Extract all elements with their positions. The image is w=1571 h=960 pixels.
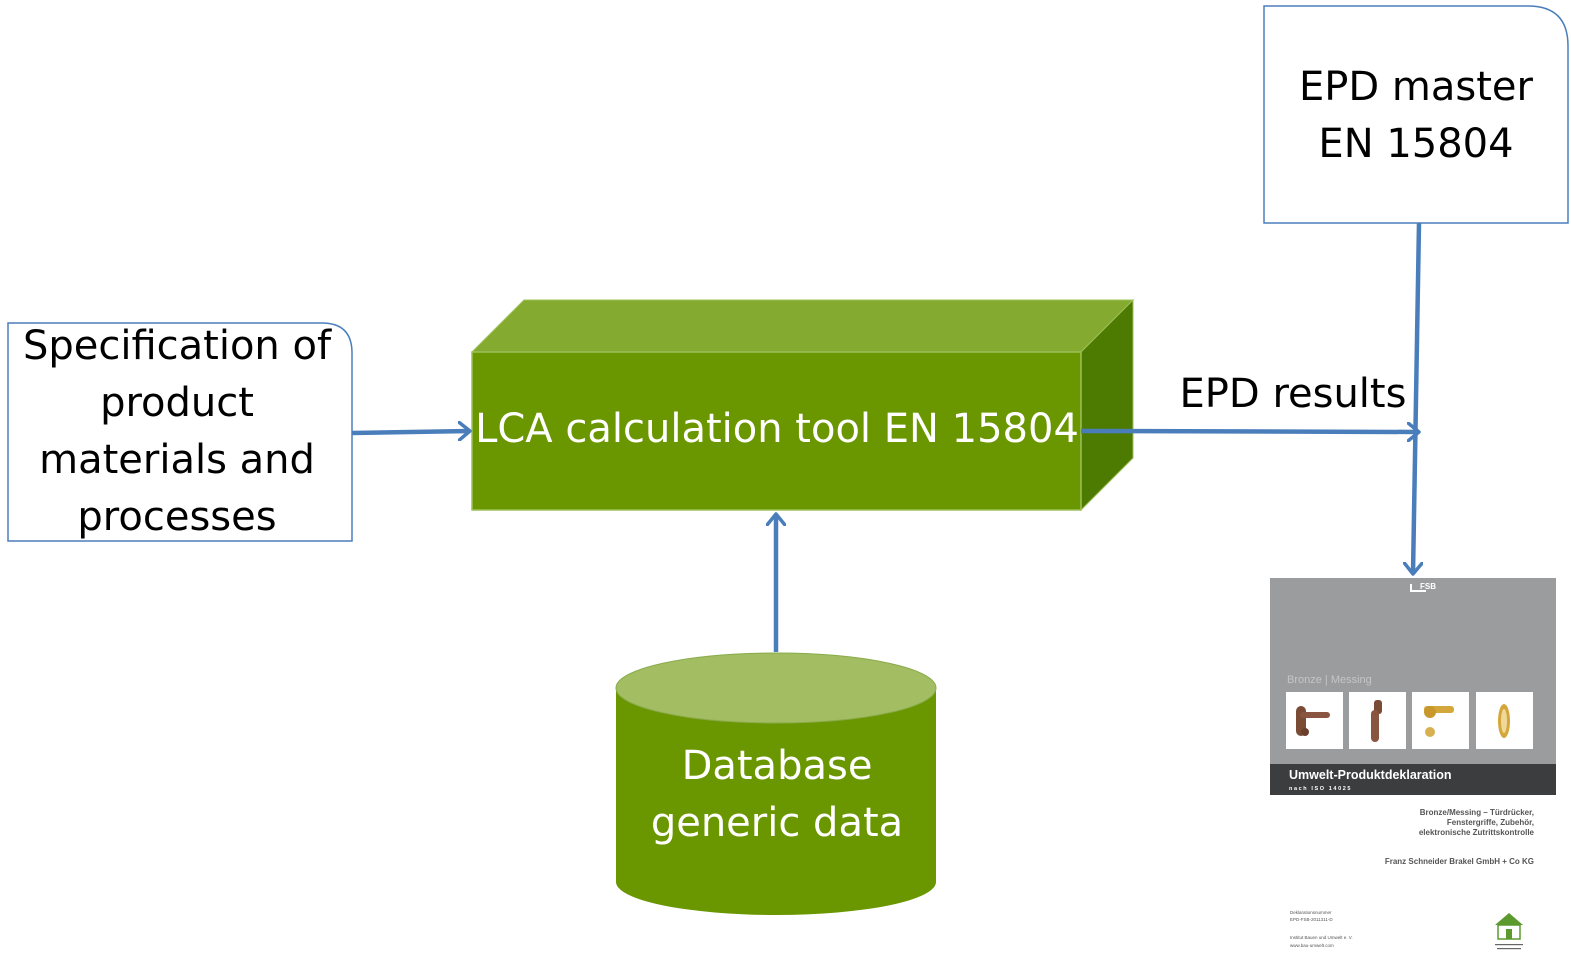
ibu-logo-icon: [1495, 913, 1523, 950]
product-line-2: Fenstergriffe, Zubehör,: [1446, 818, 1534, 827]
company-name: Franz Schneider Brakel GmbH + Co KG: [1384, 857, 1534, 866]
lca-tool-box: [470, 298, 1135, 512]
database-label: Database generic data: [650, 743, 904, 846]
epd-document-title: Umwelt-Produktdeklaration: [1289, 768, 1452, 782]
fsb-logo-mark: [1410, 584, 1426, 592]
brass-pull-image: [1476, 692, 1533, 749]
specification-label: Specification of product materials and p…: [22, 323, 332, 540]
fsb-logo-text: FSB: [1420, 582, 1436, 591]
epd-results-label: EPD results: [1179, 371, 1407, 417]
epd-cover: FSB Bronze | Messing Umwelt-Produktdekla…: [1270, 578, 1556, 795]
epd-norm-label: nach ISO 14025: [1289, 786, 1353, 792]
declaration-label: Deklarationsnummer: [1290, 910, 1332, 915]
epd-document-thumbnail: FSB Bronze | Messing Umwelt-Produktdekla…: [1270, 578, 1556, 960]
institute-name: Institut Bauen und Umwelt e. V.: [1290, 935, 1353, 940]
collection-label: Bronze | Messing: [1287, 674, 1372, 686]
lca-tool-label: LCA calculation tool EN 15804: [475, 405, 1079, 452]
specification-box: [7, 322, 353, 542]
declaration-number: EPD-FSB-2011311-D: [1290, 917, 1333, 922]
brass-lever-image: [1412, 692, 1469, 749]
product-line-1: Bronze/Messing – Türdrücker,: [1419, 808, 1534, 817]
arrow-tool-to-results: [1080, 431, 1419, 432]
epd-master-label: EPD master EN 15804: [1299, 64, 1533, 167]
institute-website: www.bau-umwelt.com: [1290, 943, 1334, 948]
arrow-spec-to-tool: [351, 431, 470, 433]
arrow-master-to-document: [1413, 222, 1419, 574]
product-line-3: elektronische Zutrittskontrolle: [1418, 828, 1534, 837]
lever-handle-image: [1286, 692, 1343, 749]
epd-master-box: [1263, 5, 1569, 224]
window-handle-image: [1349, 692, 1406, 749]
epd-title-bar: [1270, 764, 1556, 795]
database-cylinder: [615, 652, 937, 915]
